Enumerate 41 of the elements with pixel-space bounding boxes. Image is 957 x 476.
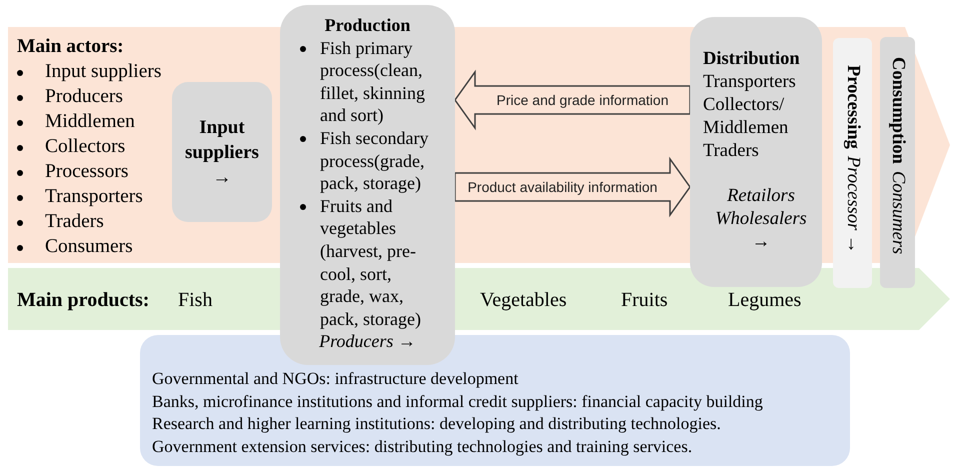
- product-label: Fruits: [621, 290, 668, 310]
- stage-label: Input suppliers →: [184, 116, 260, 190]
- bullet-text: Traders: [45, 210, 104, 234]
- support-panel: [140, 335, 850, 466]
- stage-box: [280, 5, 455, 365]
- bullet-text: Collectors: [45, 135, 126, 159]
- bullet-text: Fish secondary process(grade, pack, storage): [320, 126, 430, 195]
- actor-label: Producers →: [319, 330, 416, 353]
- support-text: Banks, microfinance institutions and informal credit suppliers: financial capacity building: [152, 390, 763, 413]
- bullet-text: Transporters: [45, 185, 143, 209]
- band-heading: Main actors:: [17, 35, 124, 59]
- bullet-text: Processors: [45, 160, 128, 184]
- band-heading: Main products:: [17, 290, 150, 310]
- bullet-text: Fish primary process(clean, fillet, skinning and sort): [320, 36, 426, 127]
- actor-label: Retailors Wholesalers →: [714, 185, 808, 254]
- vertical-strip: [833, 38, 872, 288]
- actor-label: Consumers: [888, 170, 908, 254]
- support-text: Research and higher learning institutions: developing and distributing technologies.: [152, 413, 721, 435]
- edge-label: Product availability information: [466, 178, 660, 196]
- actor-label: Collectors/ Middlemen: [703, 94, 790, 140]
- bullet-text: Producers: [45, 85, 123, 109]
- bullet-text: Fruits and vegetables (harvest, pre-cool, sort, grade, wax, pack, storage): [320, 194, 422, 330]
- stage-heading: Distribution: [703, 48, 800, 71]
- product-label: Vegetables: [480, 290, 567, 310]
- stage-box: [690, 17, 822, 287]
- stage-box: [172, 82, 272, 222]
- stage-heading: Processing: [843, 65, 863, 149]
- actor-label: Traders: [703, 140, 759, 163]
- actor-label: Transporters: [703, 71, 796, 94]
- vertical-strip: [880, 37, 915, 288]
- bullet-text: Consumers: [45, 235, 133, 259]
- actor-label: Processor →: [843, 156, 863, 254]
- edge-label: Price and grade information: [494, 92, 670, 108]
- stage-heading: Consumption: [888, 57, 908, 164]
- bullet-text: Input suppliers: [45, 60, 162, 84]
- product-label: Fish: [178, 290, 212, 310]
- bullet-text: Middlemen: [45, 110, 135, 134]
- support-text: Government extension services: distributing technologies and training services.: [152, 436, 692, 458]
- support-text: Governmental and NGOs: infrastructure development: [152, 368, 518, 390]
- stage-heading: Production: [324, 14, 410, 37]
- product-label: Legumes: [728, 290, 802, 310]
